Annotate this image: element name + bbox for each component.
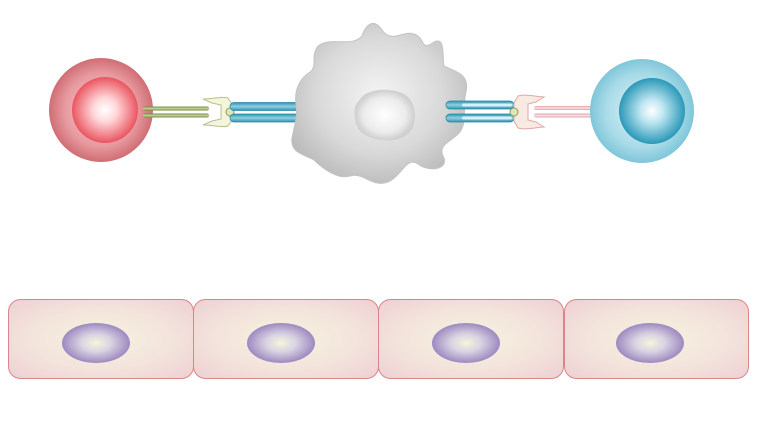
epithelial-cell: [378, 299, 564, 379]
epithelial-nucleus: [432, 323, 500, 363]
epithelial-cell: [8, 299, 194, 379]
pink-antigen: [534, 106, 600, 118]
epithelial-layer: [8, 299, 749, 379]
blue-target-cell: [590, 59, 694, 163]
epithelial-nucleus: [247, 323, 315, 363]
macrophage-nucleus: [354, 89, 415, 141]
red-target-cell: [49, 58, 153, 162]
right-antibody: [509, 94, 546, 130]
epithelial-nucleus: [616, 323, 684, 363]
left-antibody: [202, 96, 235, 128]
epithelial-cell: [193, 299, 379, 379]
left-antibody-fab: [202, 96, 233, 128]
red-cell-nucleus: [72, 77, 138, 143]
green-antigen: [143, 106, 209, 118]
right-antibody-hinge: [509, 107, 519, 117]
macrophage: [291, 22, 468, 184]
epithelial-cell: [564, 299, 749, 379]
left-fc-receptor: [229, 102, 301, 123]
right-antibody-fab: [513, 94, 546, 130]
blue-cell-nucleus: [619, 78, 685, 144]
epithelial-nucleus: [62, 323, 130, 363]
